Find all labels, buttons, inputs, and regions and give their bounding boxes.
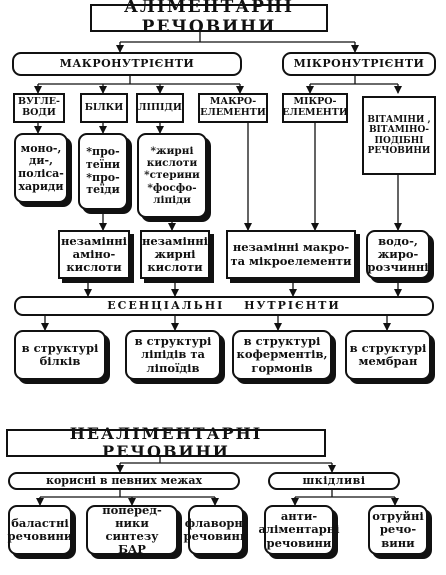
bas-precursors: поперед- ники синтезу БАР xyxy=(86,503,178,556)
toxic-substances: отруйні речо- вини xyxy=(368,505,428,555)
category-microelements: МІКРО- ЕЛЕМЕНТИ xyxy=(282,93,348,123)
alimentary-title: АЛІМЕНТАРНІ РЕЧОВИНИ xyxy=(90,0,328,37)
harmful-box: шкідливі xyxy=(268,472,400,490)
category-macroelements: МАКРО- ЕЛЕМЕНТИ xyxy=(198,93,268,123)
role-coenzyme-structure: в структурі коферментів, гормонів xyxy=(232,330,332,380)
useful-within-limits-box: корисні в певних межах xyxy=(8,472,240,490)
role-lipid-structure: в структурі ліпідів та ліпоїдів xyxy=(125,330,221,380)
detail-carbohydrates: моно-, ди-, поліса- хариди xyxy=(14,133,68,203)
role-protein-structure: в структурі білків xyxy=(14,330,106,380)
role-membrane-structure: в структурі мембран xyxy=(345,330,431,380)
micronutrients-box: МІКРОНУТРІЄНТИ xyxy=(282,52,436,76)
essential-amino-acids: незамінні аміно- кислоти xyxy=(58,230,130,279)
essential-elements: незамінні макро- та мікроелементи xyxy=(226,230,356,279)
category-proteins: БІЛКИ xyxy=(80,93,128,123)
detail-lipids: *жирні кислоти *стерини *фосфо- ліпіди xyxy=(137,133,207,218)
category-carbohydrates: ВУГЛЕ- ВОДИ xyxy=(13,93,65,123)
macronutrients-box: МАКРОНУТРІЄНТИ xyxy=(12,52,242,76)
category-vitamins: ВІТАМІНИ , ВІТАМІНО- ПОДІБНІ РЕЧОВИНИ xyxy=(362,96,436,175)
nonalimentary-title: НЕАЛІМЕНТАРНІ РЕЧОВИНИ xyxy=(6,424,326,461)
ballast-substances: баластні речовини xyxy=(8,505,72,555)
essential-fatty-acids: незамінні жирні кислоти xyxy=(140,230,210,279)
detail-proteins: *про- теїни *про- теїди xyxy=(78,133,128,210)
flavor-substances: флаворні речовини xyxy=(184,505,248,555)
category-lipids: ЛІПІДИ xyxy=(136,93,184,123)
essential-nutrients-bar: ЕСЕНЦІАЛЬНІ НУТРІЄНТИ xyxy=(14,296,434,316)
antialimentary-substances: анти- аліментарні речовини xyxy=(258,505,340,555)
vitamins-solubility: водо-, жиро- розчинні xyxy=(366,230,430,279)
